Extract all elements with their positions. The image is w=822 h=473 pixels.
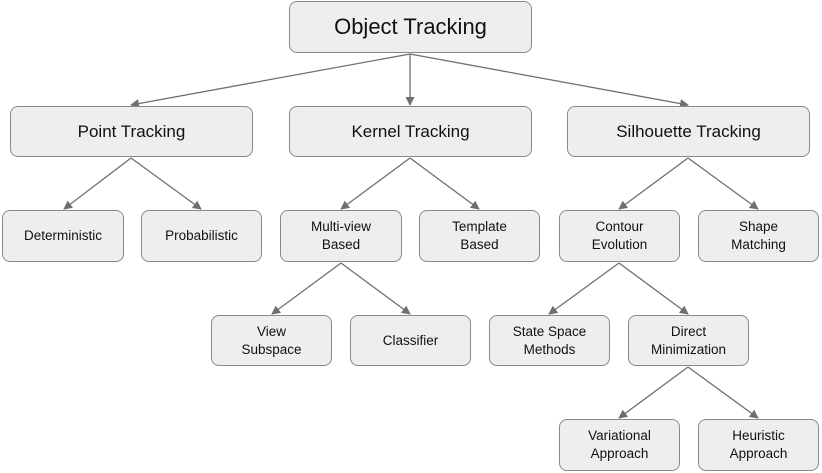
edge-kernel-to-template: [409, 157, 480, 210]
edge-root-to-point-tracking: [130, 53, 411, 108]
node-variational-approach: Variational Approach: [559, 419, 680, 471]
node-contour-evolution: Contour Evolution: [559, 210, 680, 262]
node-direct-minimization: Direct Minimization: [628, 315, 749, 366]
node-shape-matching: Shape Matching: [698, 210, 819, 262]
edge-point-to-probabilistic: [130, 157, 202, 210]
node-object-tracking: Object Tracking: [289, 1, 532, 53]
edge-multiview-to-view-subspace: [271, 262, 342, 315]
node-kernel-tracking: Kernel Tracking: [289, 106, 532, 157]
edge-multiview-to-classifier: [340, 262, 411, 315]
edge-contour-to-direct: [618, 262, 689, 315]
edge-silhouette-to-contour: [618, 157, 689, 210]
node-deterministic: Deterministic: [2, 210, 124, 262]
node-state-space-methods: State Space Methods: [489, 315, 610, 366]
edge-direct-to-variational: [618, 366, 689, 419]
node-classifier: Classifier: [350, 315, 471, 366]
edge-root-to-silhouette-tracking: [409, 53, 689, 108]
edge-kernel-to-multiview: [340, 157, 411, 210]
edge-contour-to-state-space: [548, 262, 620, 315]
node-point-tracking: Point Tracking: [10, 106, 253, 157]
edge-point-to-deterministic: [63, 157, 132, 210]
node-view-subspace: View Subspace: [211, 315, 332, 366]
node-heuristic-approach: Heuristic Approach: [698, 419, 819, 471]
node-multi-view-based: Multi-view Based: [280, 210, 402, 262]
edge-silhouette-to-shape: [687, 157, 759, 210]
edge-direct-to-heuristic: [687, 366, 759, 419]
node-silhouette-tracking: Silhouette Tracking: [567, 106, 810, 157]
node-template-based: Template Based: [419, 210, 540, 262]
node-probabilistic: Probabilistic: [141, 210, 262, 262]
